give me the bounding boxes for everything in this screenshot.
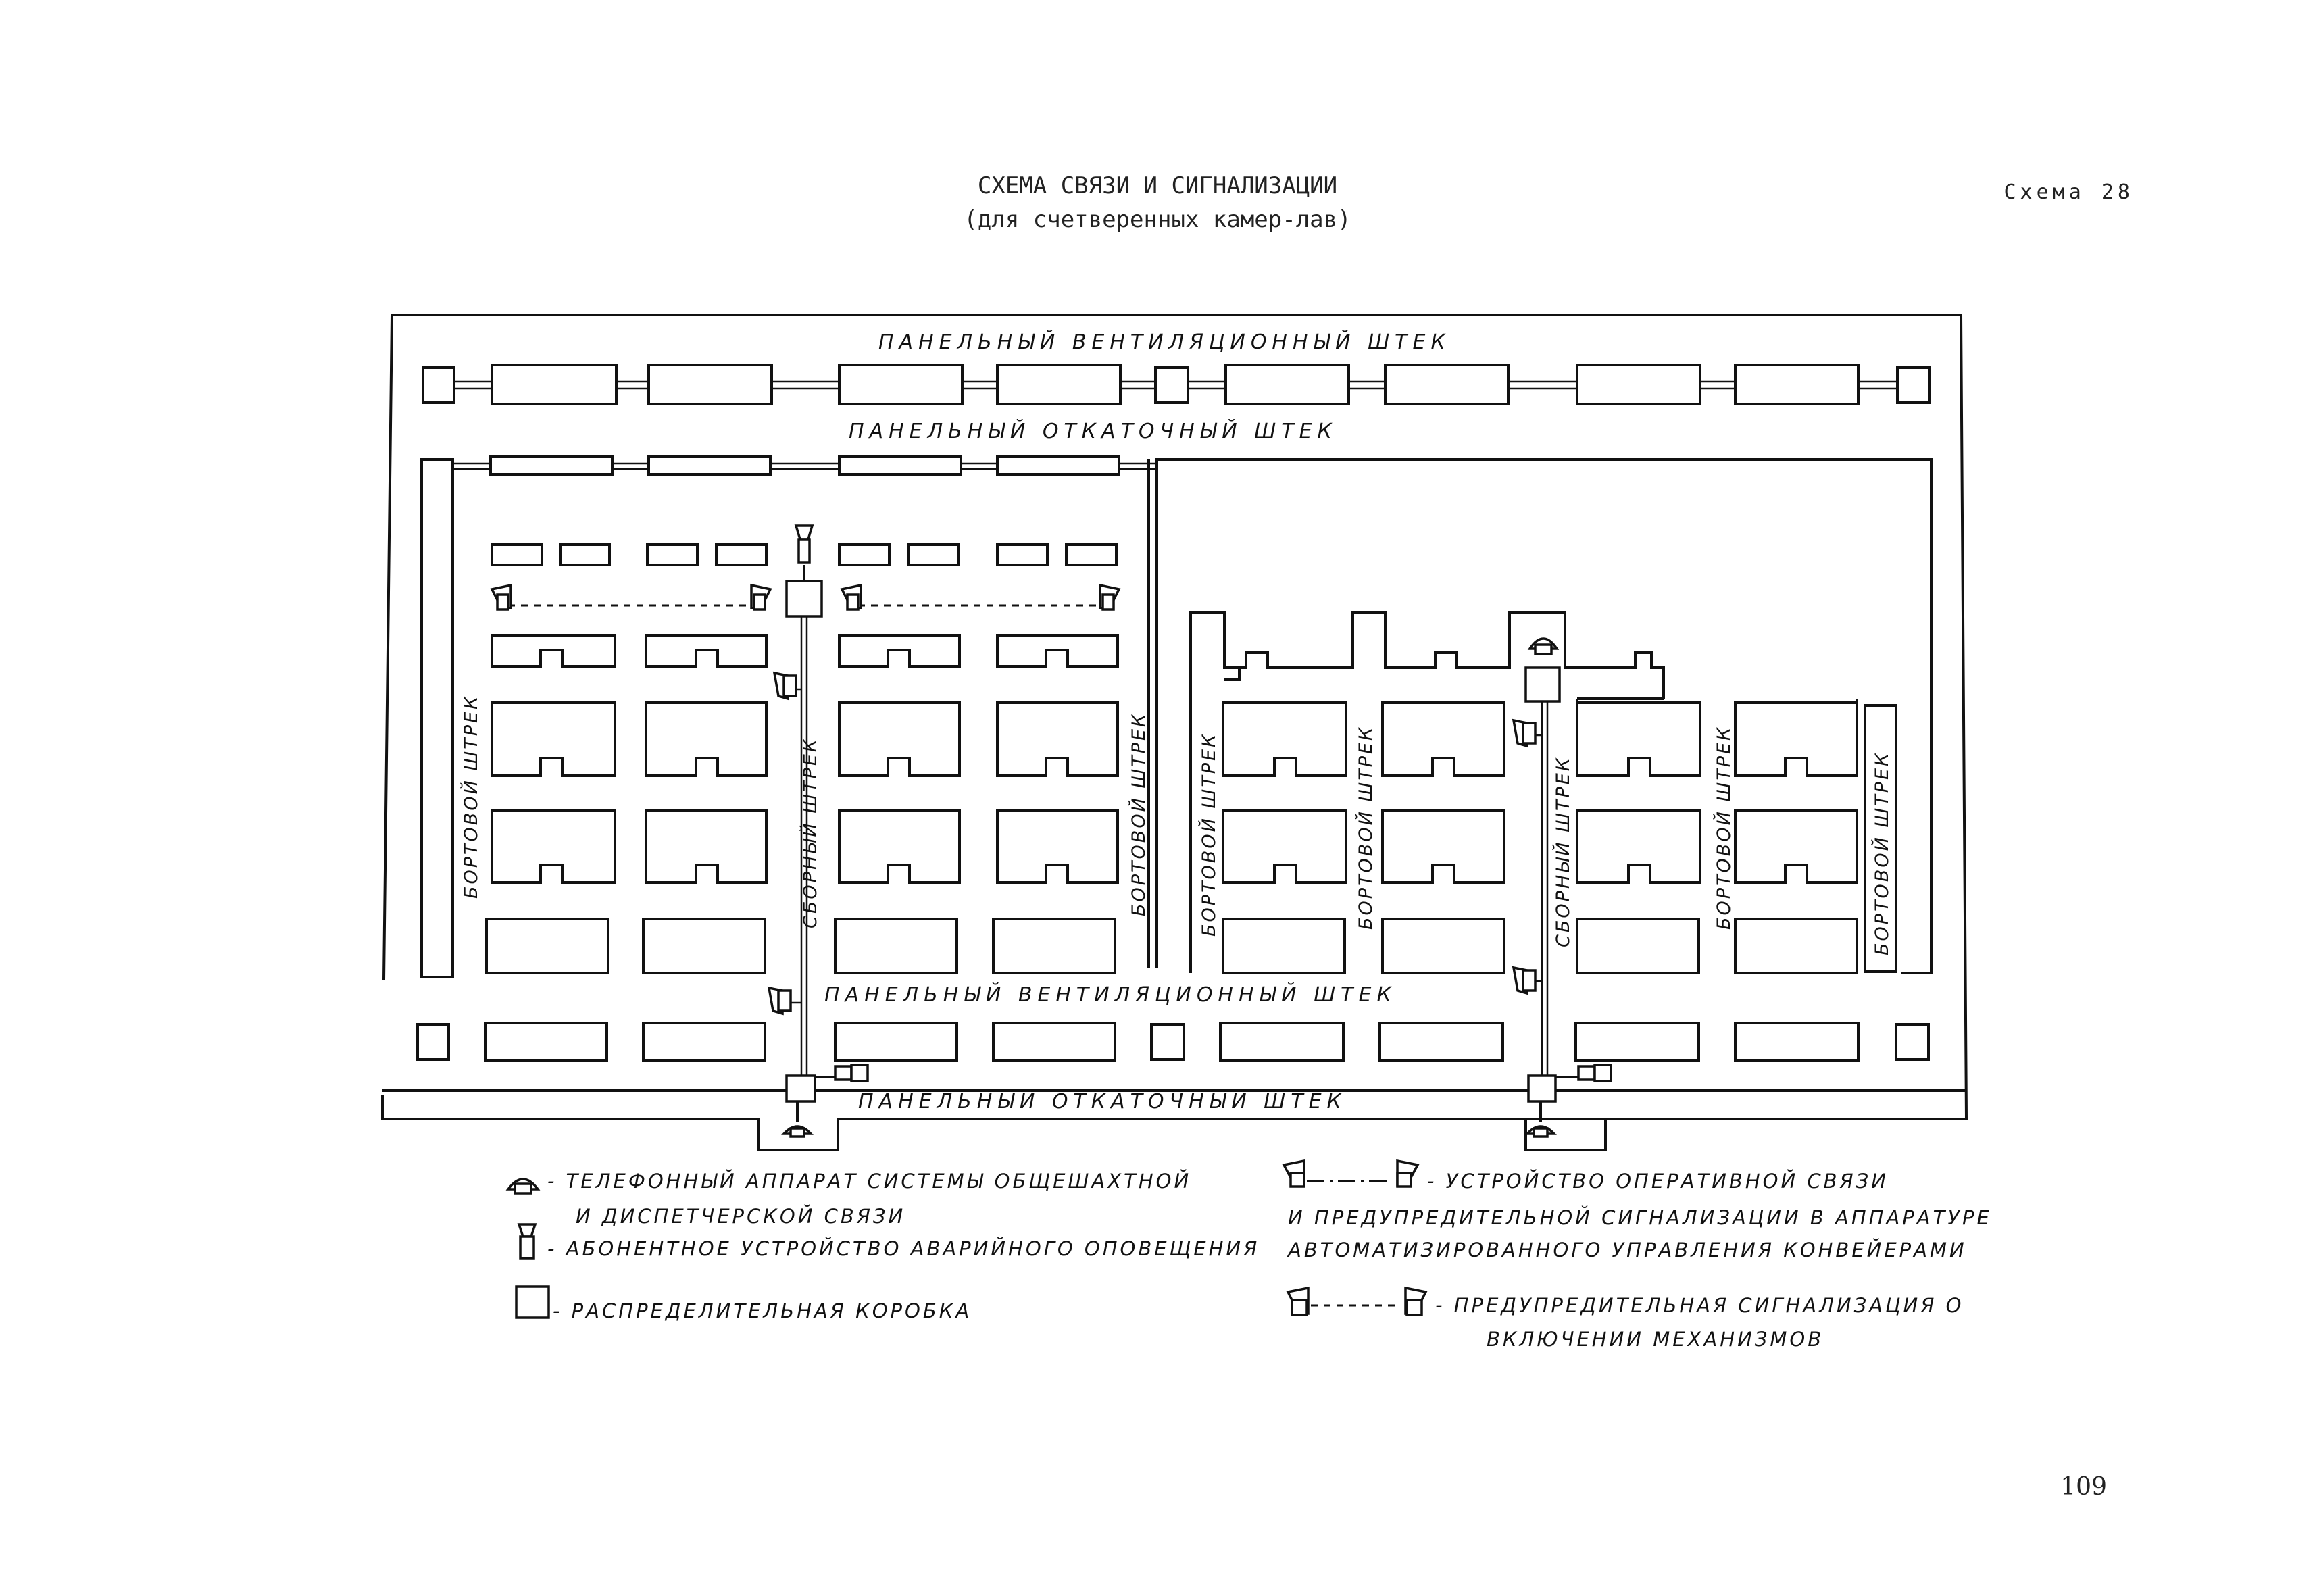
side-drift-label-2: БОРТОВОЙ ШТРЕК [1128, 712, 1149, 916]
side-drift-label-4: БОРТОВОЙ ШТРЕК [1355, 726, 1376, 930]
signal-device-icon [834, 1064, 869, 1082]
side-drift-label-1: БОРТОВОЙ ШТРЕК [460, 695, 482, 899]
scheme-title: СХЕМА СВЯЗИ И СИГНАЛИЗАЦИИ [978, 172, 1337, 199]
left-chamber-blocks [485, 634, 1119, 974]
top-vent-drift-label: ПАНЕЛЬНЫЙ ВЕНТИЛЯЦИОННЫЙ ШТЕК [878, 330, 1451, 354]
outer-boundary-right-notch [1524, 1118, 1966, 1151]
bottom-vent-pillars [416, 1022, 1930, 1062]
legend-warning-line2: ВКЛЮЧЕНИИ МЕХАНИЗМОВ [1487, 1328, 1824, 1351]
junction-box-icon [785, 1074, 816, 1103]
outer-boundary [381, 314, 1968, 1151]
legend-telephone-line1: - ТЕЛЕФОННЫЙ АППАРАТ СИСТЕМЫ ОБЩЕШАХТНОЙ [547, 1170, 1191, 1193]
signal-device-icon [1282, 1159, 1305, 1188]
side-drift-label-3: БОРТОВОЙ ШТРЕК [1198, 732, 1220, 937]
telephone-icon [505, 1178, 541, 1195]
collecting-drift-label-2: СБОРНЫЙ ШТРЕК [1552, 756, 1574, 947]
legend-warning-line1: - ПРЕДУПРЕДИТЕЛЬНАЯ СИГНАЛИЗАЦИЯ О [1435, 1294, 1964, 1317]
signal-device-icon [1099, 583, 1121, 611]
top-haul-drift [420, 455, 1933, 978]
legend-operative-line3: АВТОМАТИЗИРОВАННОГО УПРАВЛЕНИЯ КОНВЕЙЕРА… [1287, 1239, 1967, 1262]
emergency-subscriber-icon [794, 524, 814, 564]
scheme-subtitle: (для счетверенных камер-лав) [964, 206, 1351, 233]
small-pillars-row [491, 543, 1118, 566]
side-drift-label-6: БОРТОВОЙ ШТРЕК [1871, 751, 1893, 955]
legend-operative-line2: И ПРЕДУПРЕДИТЕЛЬНОЙ СИГНАЛИЗАЦИИ В АППАР… [1288, 1206, 1992, 1229]
legend-telephone-line2: И ДИСПЕТЧЕРСКОЙ СВЯЗИ [576, 1205, 905, 1228]
telephone-icon [1524, 1101, 1557, 1138]
signal-device-icon [1286, 1286, 1310, 1316]
signal-device-icon [1404, 1286, 1428, 1316]
side-drift-label-5: БОРТОВОЙ ШТРЕК [1713, 726, 1735, 930]
junction-box-icon [515, 1285, 550, 1319]
signal-device-icon [750, 583, 772, 611]
bottom-haul-drift-label: ПАНЕЛЬНЫЙ ОТКАТОЧНЫЙ ШТЕК [858, 1089, 1347, 1114]
telephone-icon [1527, 637, 1560, 655]
telephone-icon [781, 1101, 814, 1138]
legend: - ТЕЛЕФОННЫЙ АППАРАТ СИСТЕМЫ ОБЩЕШАХТНОЙ… [505, 1159, 1992, 1351]
junction-box-icon [785, 580, 823, 618]
signal-device-icon [1512, 718, 1537, 748]
signal-device-icon [1512, 966, 1537, 995]
bottom-vent-drift-label: ПАНЕЛЬНЫЙ ВЕНТИЛЯЦИОННЫЙ ШТЕК [824, 982, 1397, 1007]
top-vent-pillars [422, 364, 1931, 405]
top-haul-drift-label: ПАНЕЛЬНЫЙ ОТКАТОЧНЫЙ ШТЕК [849, 419, 1337, 443]
signal-device-icon [1396, 1159, 1420, 1188]
scheme-number: Схема 28 [2004, 180, 2135, 204]
junction-box-icon [1524, 666, 1561, 703]
signal-device-icon [767, 986, 792, 1016]
signal-device-icon [490, 583, 512, 611]
legend-subscriber: - АБОНЕНТНОЕ УСТРОЙСТВО АВАРИЙНОГО ОПОВЕ… [547, 1237, 1260, 1260]
legend-junction-box: - РАСПРЕДЕЛИТЕЛЬНАЯ КОРОБКА [553, 1299, 972, 1322]
collecting-drift-label-1: СБОРНЫЙ ШТРЕК [799, 737, 821, 928]
legend-operative-line1: - УСТРОЙСТВО ОПЕРАТИВНОЙ СВЯЗИ [1427, 1170, 1889, 1193]
emergency-subscriber-icon [517, 1223, 537, 1260]
signal-device-icon [840, 583, 862, 611]
page-number: 109 [2060, 1473, 2107, 1501]
signal-device-icon [1577, 1064, 1612, 1082]
junction-box-icon [1527, 1074, 1557, 1103]
left-comm-network [508, 565, 1105, 1078]
signal-device-icon [772, 671, 797, 701]
right-chamber-blocks [1189, 611, 1858, 974]
